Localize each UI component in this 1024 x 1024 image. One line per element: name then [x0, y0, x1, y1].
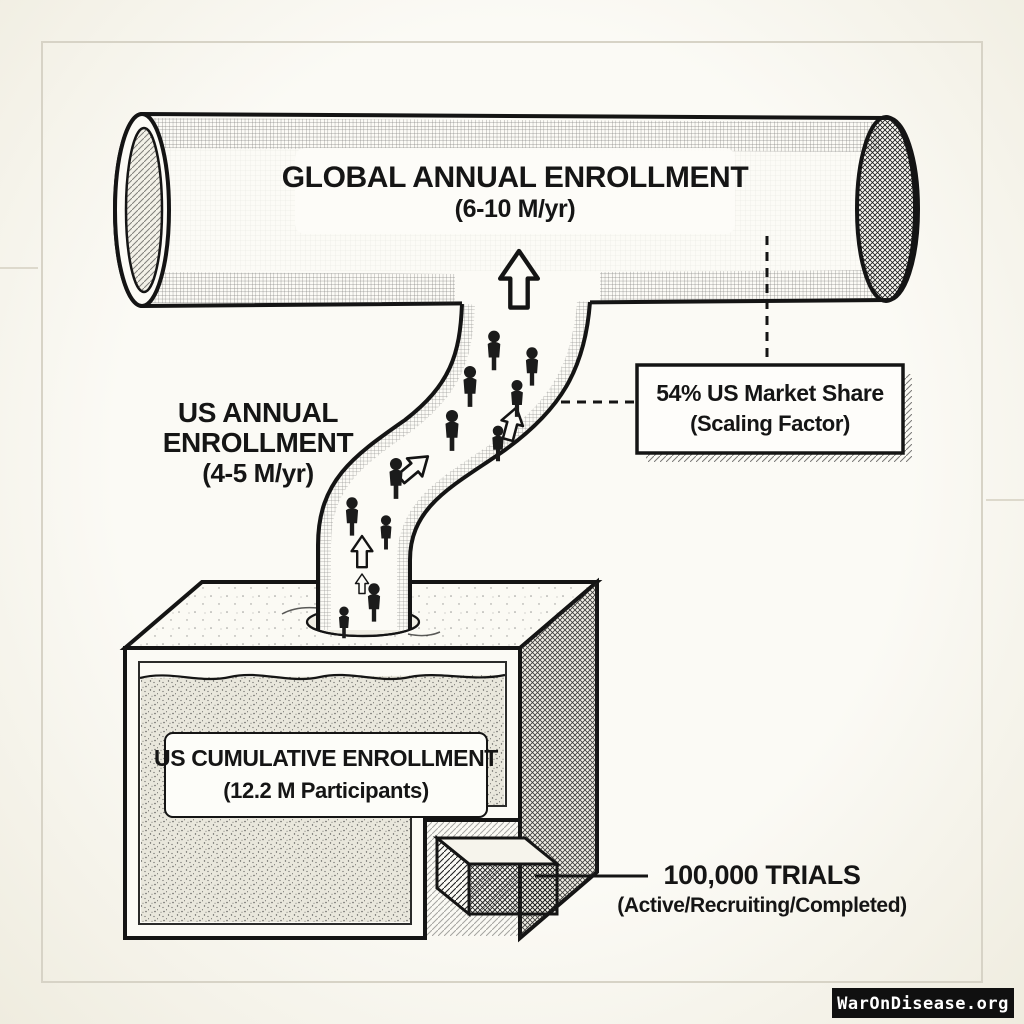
tank-value: (12.2 M Participants): [223, 778, 429, 803]
pipe-end-cap: [855, 115, 917, 303]
trials-line2: (Active/Recruiting/Completed): [617, 894, 906, 917]
us-annual-label: US ANNUAL ENROLLMENT (4-5 M/yr): [163, 397, 354, 488]
tank-label-plate: [164, 732, 488, 818]
callout-box: [635, 363, 905, 455]
pipe-top-shading: [150, 118, 880, 152]
pipe-label-plate: [295, 148, 735, 234]
paper-frame: [0, 41, 1024, 983]
watermark-text: WarOnDisease.org: [837, 994, 1009, 1014]
inlet-swirl-right: [407, 631, 441, 637]
global-pipe-rate: (6-10 M/yr): [455, 195, 576, 223]
spout-opening: [467, 862, 559, 916]
trials-line1: 100,000 TRIALS: [664, 860, 861, 890]
global-pipe: GLOBAL ANNUAL ENROLLMENT (6-10 M/yr): [113, 111, 920, 309]
pipe-bottom-shading-left: [150, 272, 455, 304]
watermark: WarOnDisease.org: [832, 988, 1014, 1018]
inset-border: [41, 41, 983, 983]
pipe-bottom-shading-right: [600, 270, 875, 301]
market-share-callout: 54% US Market Share (Scaling Factor): [545, 236, 912, 462]
tank-title: US CUMULATIVE ENROLLMENT: [154, 745, 498, 771]
watermark-background: [832, 988, 1014, 1018]
pipe-mouth-shading: [126, 128, 162, 292]
liquid-surface-line: [139, 673, 506, 681]
us-annual-pipe: [305, 251, 592, 639]
market-share-line1: 54% US Market Share: [656, 380, 884, 406]
trials-callout: 100,000 TRIALS (Active/Recruiting/Comple…: [535, 860, 907, 917]
market-share-line2: (Scaling Factor): [690, 411, 850, 436]
global-pipe-title: GLOBAL ANNUAL ENROLLMENT: [282, 161, 749, 194]
us-annual-line1: US ANNUAL: [178, 397, 339, 428]
us-annual-line2: ENROLLMENT: [163, 427, 354, 458]
tube-right-wall: [408, 301, 592, 630]
us-annual-line3: (4-5 M/yr): [202, 458, 314, 488]
inlet-swirl-left: [281, 606, 319, 615]
tube-left-wall: [316, 303, 464, 630]
inlet-hole-front-rim: [305, 621, 421, 638]
